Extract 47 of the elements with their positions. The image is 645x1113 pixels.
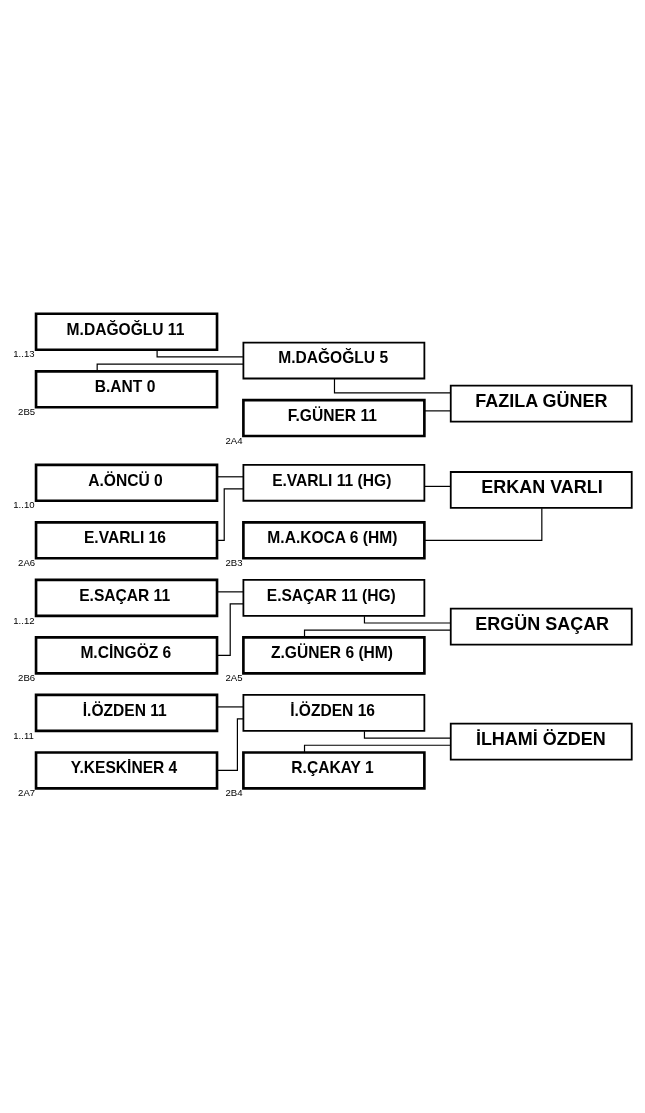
node-label: 2A4 — [225, 434, 243, 446]
connector — [423, 507, 543, 541]
connector — [363, 615, 451, 624]
node-box: İLHAMİ ÖZDEN — [449, 722, 633, 761]
connector — [216, 718, 244, 772]
node-label: 2A5 — [225, 672, 243, 684]
node-box: B.ANT 0 — [34, 370, 219, 409]
node-box: E.SAÇAR 11 (HG) — [242, 578, 426, 617]
node-box: R.ÇAKAY 1 — [242, 751, 426, 790]
connector — [216, 591, 244, 593]
node-box: İ.ÖZDEN 11 — [34, 693, 219, 733]
connector — [156, 349, 244, 358]
node-box: A.ÖNCÜ 0 — [34, 463, 219, 503]
node-label: 2B6 — [18, 672, 36, 684]
node-box: ERKAN VARLI — [449, 471, 633, 509]
connector — [423, 410, 452, 412]
node-box: E.VARLI 11 (HG) — [242, 463, 426, 502]
node-label: 1..13 — [13, 348, 35, 360]
node-box: F.GÜNER 11 — [242, 398, 426, 438]
node-box: M.CİNGÖZ 6 — [34, 636, 219, 675]
node-box: E.SAÇAR 11 — [34, 578, 219, 618]
connector — [216, 488, 244, 541]
node-label: 1..11 — [13, 729, 34, 741]
node-box: M.A.KOCA 6 (HM) — [242, 521, 426, 560]
node-box: Z.GÜNER 6 (HM) — [242, 636, 426, 675]
node-box: İ.ÖZDEN 16 — [242, 694, 426, 732]
node-box: M.DAĞOĞLU 11 — [34, 312, 219, 352]
connector — [423, 485, 452, 487]
node-box: Y.KESKİNER 4 — [34, 751, 219, 790]
node-label: 2B4 — [225, 787, 243, 799]
connector — [303, 629, 452, 638]
connector — [333, 378, 452, 394]
node-label: 1..10 — [13, 499, 35, 511]
connector — [216, 476, 244, 478]
connector — [363, 730, 451, 739]
node-box: E.VARLI 16 — [34, 521, 219, 560]
node-box: M.DAĞOĞLU 5 — [242, 341, 426, 380]
connector — [216, 706, 244, 708]
node-label: 2A7 — [18, 787, 36, 799]
node-box: FAZILA GÜNER — [449, 384, 633, 423]
node-box: ERGÜN SAÇAR — [449, 607, 633, 646]
connector — [303, 744, 452, 753]
connector — [96, 363, 244, 372]
node-label: 1..12 — [13, 614, 35, 626]
node-label: 2A6 — [18, 556, 36, 568]
node-label: 2B5 — [18, 405, 36, 417]
node-label: 2B3 — [225, 556, 243, 568]
